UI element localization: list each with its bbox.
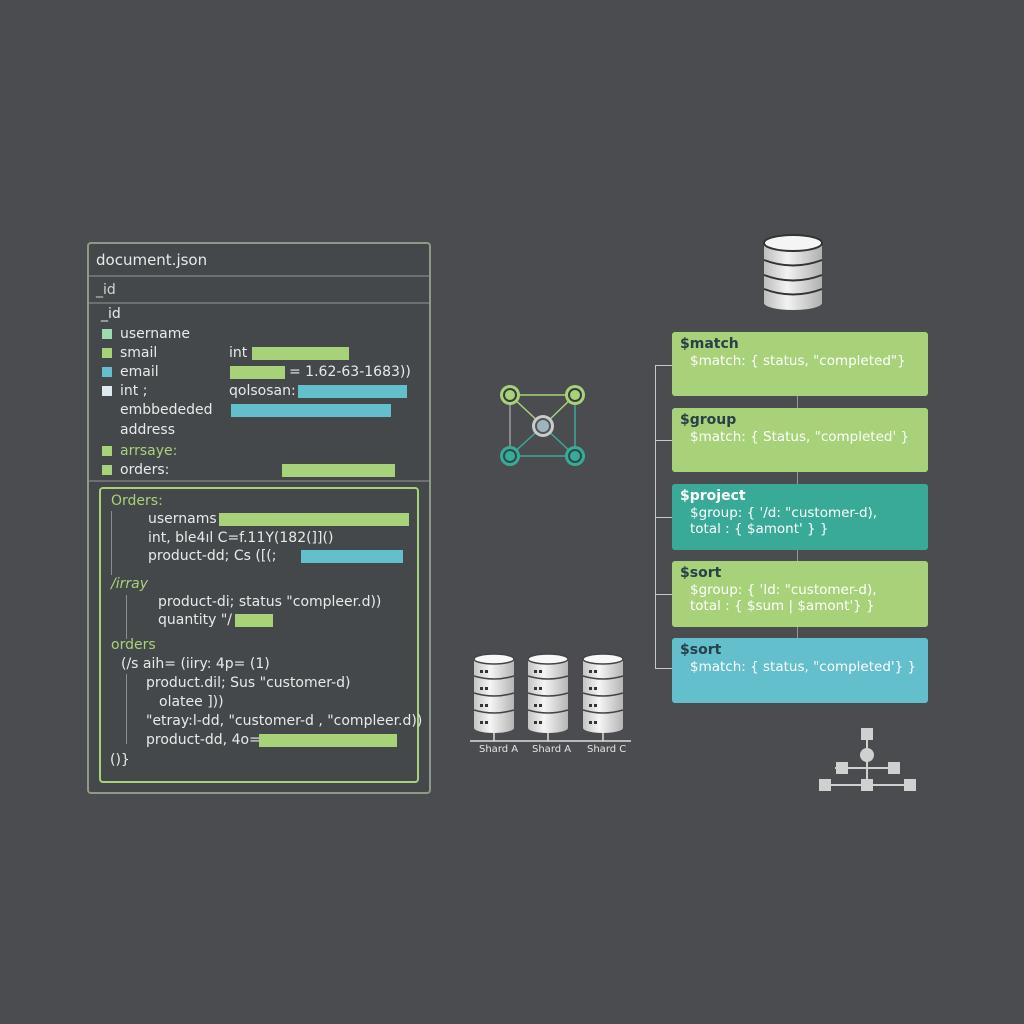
shard-servers-icon: [470, 653, 631, 742]
divider: [89, 302, 429, 304]
code-line: product-dd; Cs ([(;: [148, 548, 277, 564]
stage-name: $sort: [680, 565, 722, 581]
stage-name: $project: [680, 488, 746, 504]
value-bar: [231, 404, 391, 417]
stage-name: $match: [680, 336, 739, 352]
code-line: int, ble4ıl C=f.11Y(182(]](): [148, 530, 334, 546]
connector: [655, 365, 672, 366]
indent-guide: [126, 674, 127, 744]
pipeline-stage-group[interactable]: $group $match: { Status, "completed' }: [672, 408, 928, 472]
field-int: int ;: [120, 383, 148, 399]
connector: [655, 440, 672, 441]
field-marker: [102, 367, 112, 377]
stage-code: total : { $sum | $amont'} }: [690, 598, 875, 614]
field-username: username: [120, 326, 190, 342]
stage-code: $match: { status, "completed'} }: [690, 659, 917, 675]
value-bar: [301, 550, 403, 563]
connector: [655, 594, 672, 595]
stage-name: $sort: [680, 642, 722, 658]
code-line: "etray:l-dd, "customer-d , "compleer.d)): [146, 713, 423, 729]
field-orders: orders:: [120, 462, 170, 478]
connector: [655, 668, 672, 669]
value-bar: [235, 614, 273, 627]
id-header: _id: [96, 282, 116, 298]
code-line: quantity "/: [158, 612, 232, 628]
nested-heading: Orders:: [111, 493, 163, 509]
nested-heading: orders: [111, 637, 156, 653]
nested-heading: /irray: [111, 576, 148, 592]
shard-label: Shard C: [587, 744, 627, 755]
field-marker: [102, 386, 112, 396]
field-marker: [102, 465, 112, 475]
field-marker: [102, 446, 112, 456]
shard-label: Shard A: [532, 744, 572, 755]
pipeline-stage-project[interactable]: $project $group: { '/d: "customer-d), to…: [672, 484, 928, 550]
code-line: olatee ])): [159, 694, 224, 710]
field-embedded: embbededed: [120, 402, 213, 418]
value-bar: [230, 366, 285, 379]
divider: [89, 480, 429, 482]
hierarchy-tree-icon: [819, 728, 916, 791]
divider: [89, 275, 429, 277]
code-line: product.dil; Sus "customer-d): [146, 675, 351, 691]
field-smail: smail: [120, 345, 158, 361]
field-email: email: [120, 364, 159, 380]
graph-network-icon: [500, 385, 585, 466]
field-type: int: [229, 345, 248, 361]
code-line: (/s aih= (iiry: 4p= (1): [121, 656, 270, 672]
shard-label: Shard A: [479, 744, 519, 755]
field-type: qolsosan:: [229, 383, 296, 399]
code-closing: ()}: [110, 752, 130, 768]
pipeline-stage-sort[interactable]: $sort $group: { 'Id: "customer-d), total…: [672, 561, 928, 627]
field-address: address: [120, 422, 176, 438]
pipeline-stage-sort-2[interactable]: $sort $match: { status, "completed'} }: [672, 638, 928, 703]
value-bar: [298, 385, 407, 398]
field-id: _id: [101, 306, 121, 322]
code-line: product-dd, 4o=: [146, 732, 261, 748]
connector: [655, 517, 672, 518]
field-marker: [102, 329, 112, 339]
indent-guide: [126, 595, 127, 639]
pipeline-stage-match[interactable]: $match $match: { status, "completed"}: [672, 332, 928, 396]
value-bar: [252, 347, 349, 360]
nested-orders-box: Orders: usernams int, ble4ıl C=f.11Y(182…: [99, 487, 423, 783]
stage-code: $group: { '/d: "customer-d),: [690, 505, 878, 521]
code-line: product-di; status "compleer.d)): [158, 594, 382, 610]
field-array: arrsaye:: [120, 443, 178, 459]
stage-name: $group: [680, 412, 737, 428]
field-value: = 1.62-63-1683)): [289, 364, 411, 380]
stage-code: $group: { 'Id: "customer-d),: [690, 582, 877, 598]
code-line: usernams: [148, 511, 217, 527]
stage-code: total : { $amont' } }: [690, 521, 829, 537]
panel-title: document.json: [96, 251, 208, 269]
indent-guide: [111, 511, 112, 575]
stage-code: $match: { Status, "completed' }: [690, 429, 910, 445]
database-icon: [763, 234, 823, 310]
stage-code: $match: { status, "completed"}: [690, 353, 906, 369]
value-bar: [259, 734, 397, 747]
value-bar: [219, 513, 409, 526]
value-bar: [282, 464, 395, 477]
field-marker: [102, 348, 112, 358]
